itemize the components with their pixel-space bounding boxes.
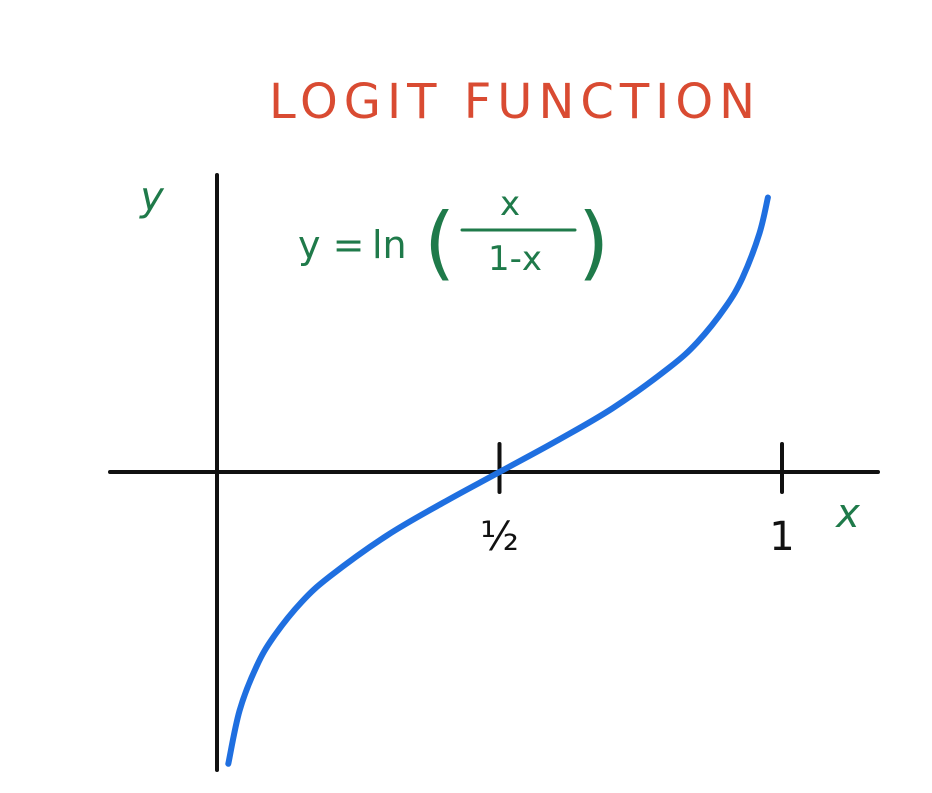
logit-curve	[225, 194, 771, 767]
formula-fn: ln	[372, 223, 407, 267]
curve-series	[225, 194, 771, 767]
chart-title: LOGIT FUNCTION	[269, 74, 761, 130]
x-axis-label: x	[834, 491, 860, 537]
y-axis-label: y	[139, 174, 165, 220]
formula-left-paren: (	[424, 196, 455, 289]
formula-right-paren: )	[578, 196, 609, 289]
formula: y = ln ( x 1-x )	[298, 184, 609, 289]
formula-numerator: x	[500, 184, 520, 224]
formula-denominator: 1-x	[488, 239, 542, 279]
x-tick-label: ½	[480, 514, 519, 560]
x-tick-label: 1	[769, 514, 794, 560]
formula-lhs: y =	[298, 223, 364, 267]
